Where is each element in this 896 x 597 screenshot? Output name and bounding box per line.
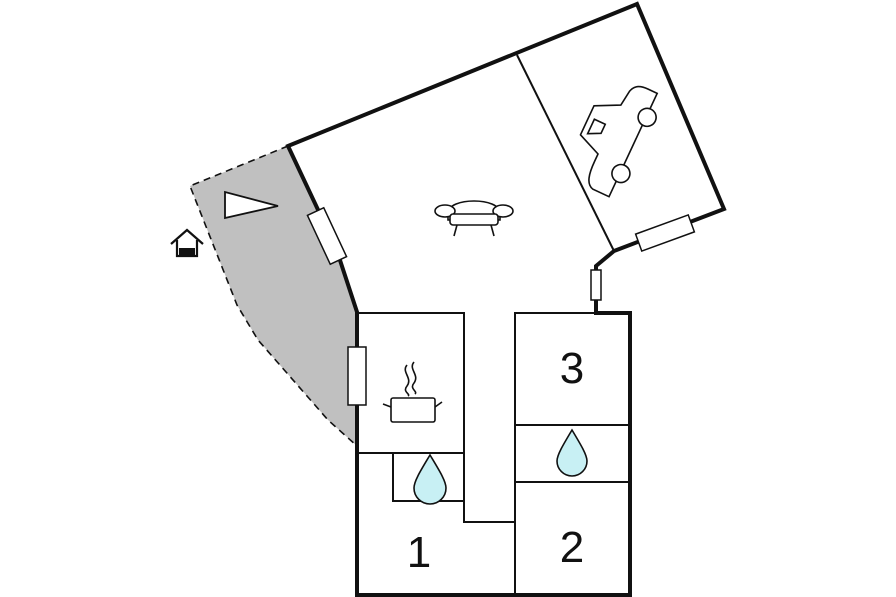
house-outer-wall	[285, 1, 727, 597]
room-label-3: 3	[560, 344, 584, 393]
car-icon	[579, 85, 659, 198]
windows	[306, 206, 696, 406]
room-label-1: 1	[407, 528, 431, 577]
window-kitchen	[347, 346, 367, 406]
sofa-icon	[434, 200, 514, 237]
window-living	[306, 206, 348, 266]
water-drop-icon	[556, 428, 588, 477]
terrace-dashed-outline	[188, 145, 358, 447]
room-label-2: 2	[560, 523, 584, 572]
cooking-pot-icon	[382, 361, 443, 423]
north-arrow-icon	[224, 190, 279, 220]
window-hall	[590, 269, 602, 301]
water-drop-icon	[413, 453, 447, 505]
house-entrance-icon	[170, 228, 204, 258]
window-garage	[634, 214, 696, 252]
